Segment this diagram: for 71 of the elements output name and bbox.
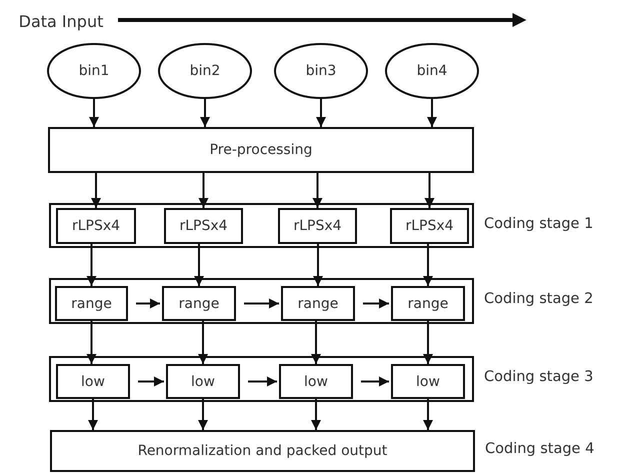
arrow bbox=[91, 173, 101, 208]
arrow bbox=[313, 244, 323, 286]
arrow bbox=[198, 173, 208, 208]
arrow bbox=[198, 321, 208, 364]
arrow bbox=[194, 244, 204, 286]
process-box bbox=[278, 208, 357, 244]
box-label: range bbox=[298, 296, 338, 312]
arrow bbox=[311, 321, 321, 364]
process-box bbox=[281, 286, 355, 321]
arrow bbox=[89, 99, 99, 127]
process-box bbox=[391, 364, 465, 399]
stage-label: Coding stage 1 bbox=[484, 216, 594, 232]
input-ellipse bbox=[158, 43, 252, 99]
process-box bbox=[162, 286, 236, 321]
box-label: low bbox=[416, 374, 440, 390]
process-box bbox=[164, 208, 243, 244]
arrow bbox=[138, 376, 164, 386]
box-label: rLPSx4 bbox=[405, 218, 454, 234]
arrow bbox=[86, 321, 96, 364]
stage-label: Coding stage 2 bbox=[484, 291, 594, 307]
box-label: rLPSx4 bbox=[179, 218, 228, 234]
double-arrow bbox=[118, 13, 526, 27]
process-box bbox=[55, 286, 128, 321]
box-label: range bbox=[71, 296, 112, 312]
arrow bbox=[312, 173, 322, 208]
stage-label: Coding stage 4 bbox=[485, 441, 594, 457]
process-box bbox=[279, 364, 353, 399]
input-label: Data Input bbox=[18, 12, 104, 30]
arrow bbox=[316, 99, 326, 127]
arrow bbox=[200, 99, 210, 127]
box-label: low bbox=[81, 374, 105, 390]
process-box bbox=[56, 364, 130, 399]
arrow bbox=[361, 376, 389, 386]
arrow bbox=[198, 399, 208, 430]
process-box bbox=[390, 208, 469, 244]
arrow bbox=[427, 99, 437, 127]
process-box bbox=[391, 286, 465, 321]
box-label: bin2 bbox=[190, 63, 220, 79]
box-label: bin3 bbox=[306, 63, 336, 79]
box-label: bin4 bbox=[416, 63, 448, 79]
arrow bbox=[311, 399, 321, 430]
arrow bbox=[136, 298, 160, 308]
box-label: Renormalization and packed output bbox=[138, 443, 388, 459]
stage-box bbox=[49, 278, 474, 324]
process-box bbox=[166, 364, 240, 399]
arrow bbox=[423, 321, 433, 364]
box-label: low bbox=[304, 374, 328, 390]
arrow bbox=[423, 244, 433, 286]
arrow bbox=[423, 399, 433, 430]
arrow bbox=[244, 298, 279, 308]
box-label: rLPSx4 bbox=[72, 218, 120, 234]
stage-box bbox=[49, 203, 474, 248]
input-ellipse bbox=[274, 43, 368, 99]
box-label: bin1 bbox=[78, 63, 110, 79]
arrow bbox=[86, 244, 96, 286]
arrow bbox=[88, 399, 98, 430]
process-box bbox=[50, 430, 475, 472]
input-ellipse bbox=[385, 43, 479, 99]
process-box bbox=[56, 208, 136, 244]
box-label: range bbox=[408, 296, 448, 312]
stage-box bbox=[49, 356, 474, 402]
box-label: low bbox=[191, 374, 215, 390]
process-box bbox=[48, 127, 474, 173]
box-label: rLPSx4 bbox=[293, 218, 342, 234]
arrow bbox=[248, 376, 277, 386]
box-label: Pre-processing bbox=[210, 142, 312, 158]
arrow bbox=[424, 173, 434, 208]
arrow bbox=[363, 298, 389, 308]
box-label: range bbox=[178, 296, 220, 312]
input-ellipse bbox=[47, 43, 141, 99]
stage-label: Coding stage 3 bbox=[484, 369, 594, 385]
